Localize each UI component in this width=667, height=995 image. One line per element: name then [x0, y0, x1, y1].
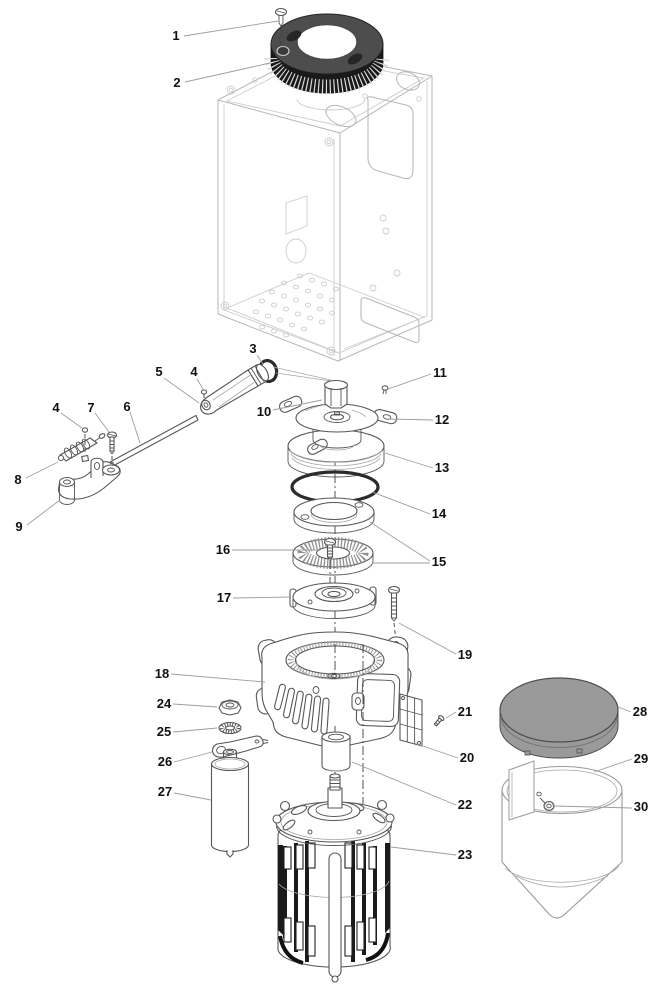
callout-15: 15: [432, 554, 446, 569]
leader-14: [371, 491, 431, 515]
leader-6: [129, 411, 141, 444]
part-4-screw-knob: [200, 389, 208, 401]
callout-24: 24: [157, 696, 172, 711]
leader-15: [369, 521, 431, 564]
leader-30: [553, 805, 633, 809]
leader-27: [173, 792, 212, 801]
leader-11: [387, 373, 432, 390]
callout-13: 13: [435, 460, 449, 475]
leader-19: [398, 622, 457, 655]
callout-11: 11: [433, 365, 447, 380]
part-4-screw-adjuster: [81, 427, 90, 463]
part-22-coupling-spacer: [321, 731, 351, 772]
leader-9: [26, 499, 61, 526]
callout-2: 2: [173, 75, 180, 90]
leader-21: [445, 711, 457, 719]
case-housing: [217, 51, 433, 362]
leader-8: [25, 461, 59, 479]
leader-7: [94, 412, 110, 433]
leader-17: [232, 596, 292, 599]
part-29-hopper: [501, 760, 623, 919]
part-24-nut: [218, 699, 242, 716]
leader-3: [256, 354, 264, 365]
callout-1: 1: [172, 28, 179, 43]
part-8-worm-adjuster: [57, 433, 106, 462]
leader-13: [384, 452, 434, 469]
part-26-lever-arm: [211, 735, 269, 758]
leader-25: [172, 727, 218, 733]
callout-28: 28: [633, 704, 647, 719]
part-9-bracket: [58, 457, 121, 505]
part-16-burr-screw: [323, 537, 337, 560]
motor-shaft: [327, 787, 343, 809]
leader-18: [170, 673, 266, 683]
leader-12: [388, 418, 434, 421]
leader-5: [163, 377, 200, 404]
motor-tie-rod: [328, 852, 342, 978]
part-28-hopper-lid: [499, 677, 619, 759]
leader-22: [351, 761, 457, 806]
hopper-slide-gate: [508, 760, 535, 821]
part-18-grinder-housing: [255, 631, 412, 748]
leader-4-adjuster: [60, 412, 83, 429]
part-10-hex-shaft: [323, 379, 349, 409]
part-13-threaded-ring: [287, 429, 385, 478]
callout-9: 9: [15, 519, 22, 534]
callout-30: 30: [634, 799, 648, 814]
callout-3: 3: [249, 341, 256, 356]
callout-4-adjuster: 4: [52, 400, 60, 415]
motor-winding-windows: [283, 842, 377, 957]
callout-7: 7: [87, 400, 94, 415]
part-21-screw: [433, 715, 445, 727]
leader-10: [272, 399, 323, 411]
part-11-screw: [381, 385, 389, 395]
callout-25: 25: [157, 724, 171, 739]
leader-29: [593, 758, 633, 773]
part-23-motor: [272, 773, 395, 983]
leader-26: [173, 751, 213, 763]
part-6-rod: [108, 414, 199, 468]
callout-20: 20: [460, 750, 474, 765]
callout-8: 8: [14, 472, 21, 487]
floor-perforations: [252, 273, 340, 338]
callout-labels: 1 2 3 4 5 4 7 6 8 9 10 11 12 13 14 15 16…: [14, 28, 648, 862]
motor-lamination-slots: [278, 841, 390, 962]
part-7-screw: [106, 431, 118, 455]
leader-1: [183, 20, 279, 37]
callout-5: 5: [155, 364, 162, 379]
part-5-knob: [200, 363, 270, 415]
callout-23: 23: [458, 847, 472, 862]
callout-27: 27: [158, 784, 172, 799]
leader-28: [617, 706, 632, 713]
part-19-screw: [387, 585, 401, 622]
leader-23: [390, 846, 457, 856]
part-27-capacitor: [210, 748, 250, 858]
leader-24: [172, 703, 218, 708]
leader-20: [413, 742, 459, 759]
callout-18: 18: [155, 666, 169, 681]
leader-4-knob: [196, 378, 204, 390]
callout-17: 17: [217, 590, 231, 605]
callout-26: 26: [158, 754, 172, 769]
callout-21: 21: [458, 704, 472, 719]
part-25-star-washer: [218, 721, 242, 735]
callout-29: 29: [634, 751, 648, 766]
callout-19: 19: [458, 647, 472, 662]
callout-4-knob: 4: [190, 364, 198, 379]
part-2-adjusting-gear-ring: [264, 13, 390, 95]
leader-lines: [25, 20, 633, 856]
callout-22: 22: [458, 797, 472, 812]
leader-2: [184, 62, 271, 83]
part-20-terminal-plate: [399, 693, 423, 747]
callout-6: 6: [123, 399, 130, 414]
callout-16: 16: [216, 542, 230, 557]
part-1-screw: [274, 7, 288, 27]
callout-10: 10: [257, 404, 271, 419]
part-17-lower-burr-carrier: [289, 582, 377, 619]
part-15-upper-burr: [293, 497, 375, 534]
callout-12: 12: [435, 412, 449, 427]
callout-14: 14: [432, 506, 447, 521]
